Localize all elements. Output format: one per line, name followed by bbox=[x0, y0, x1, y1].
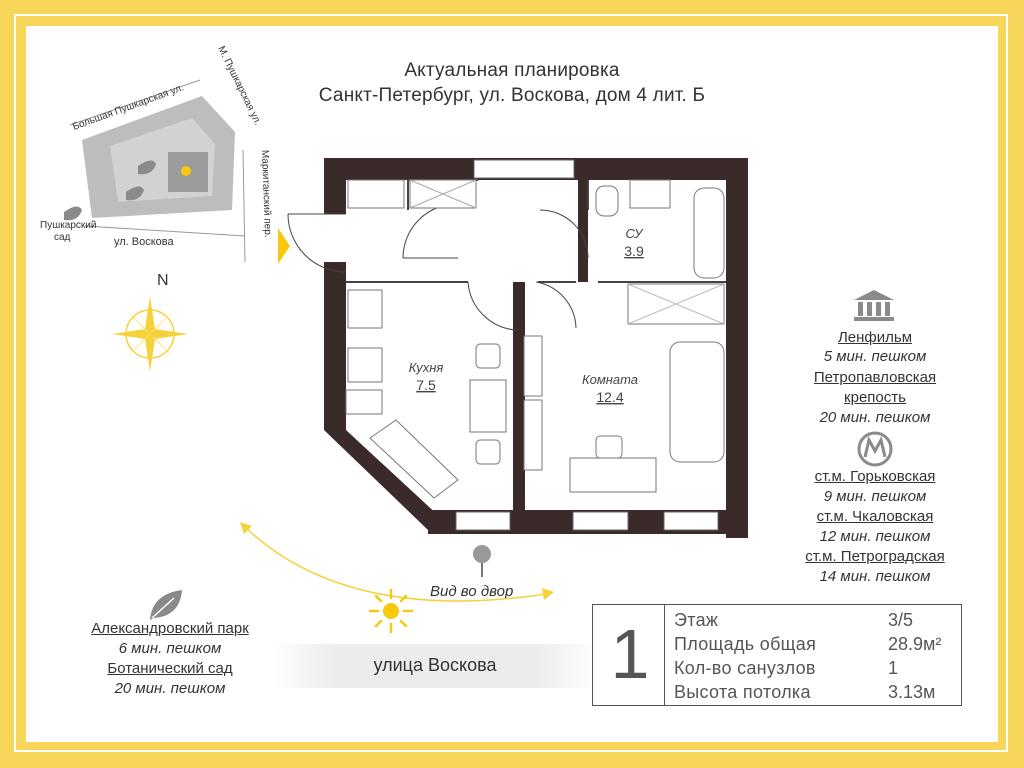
map-street-right2: Маркитанский пер. bbox=[259, 150, 273, 238]
kitchen-name: Кухня bbox=[409, 360, 444, 375]
view-pin-icon bbox=[473, 545, 491, 577]
compass-icon bbox=[112, 296, 188, 372]
info-value-bathrooms: 1 bbox=[888, 658, 899, 678]
metro-name: ст.м. Чкаловская bbox=[816, 508, 934, 525]
sun-path bbox=[240, 522, 554, 602]
sofa-icon bbox=[669, 341, 725, 463]
map-location-dot bbox=[181, 166, 191, 176]
metro-time: 9 мин. пешком bbox=[823, 488, 927, 505]
info-label-floor: Этаж bbox=[674, 610, 719, 630]
info-value-floor: 3/5 bbox=[888, 610, 914, 630]
entrance-opening bbox=[324, 214, 346, 262]
info-label-area: Площадь общая bbox=[674, 634, 817, 654]
info-label-bathrooms: Кол-во санузлов bbox=[674, 658, 816, 678]
bathtub-icon bbox=[693, 187, 725, 279]
metro-time: 12 мин. пешком bbox=[819, 528, 931, 545]
kitchen-counter bbox=[345, 389, 383, 415]
rooms-count: 1 bbox=[610, 615, 650, 693]
sun-icon bbox=[368, 588, 414, 634]
metro-time: 14 мин. пешком bbox=[819, 568, 931, 585]
apartment-info-box bbox=[592, 604, 962, 706]
map-road-bottom bbox=[84, 225, 246, 237]
poi-right-name: Ленфильм bbox=[837, 329, 913, 346]
poi-right-time: 20 мин. пешком bbox=[819, 409, 931, 426]
bath-name: СУ bbox=[626, 226, 645, 241]
metro-icon bbox=[857, 431, 893, 467]
hall-cabinet bbox=[347, 179, 405, 209]
map-park-line2: сад bbox=[54, 232, 71, 243]
desk-icon bbox=[569, 457, 657, 493]
page-subtitle-address: Санкт-Петербург, ул. Воскова, дом 4 лит.… bbox=[318, 85, 706, 106]
info-separator bbox=[664, 604, 665, 706]
info-label-height: Высота потолка bbox=[674, 682, 811, 702]
map-street-bottom: ул. Воскова bbox=[114, 236, 175, 248]
poi-right-name: крепость bbox=[844, 389, 906, 406]
poi-left-name: Ботанический сад bbox=[107, 660, 233, 677]
shelf-icon bbox=[523, 335, 543, 397]
park-leaf-icon bbox=[150, 590, 182, 620]
poi-right-name: Петропавловская bbox=[813, 369, 937, 386]
desk-chair bbox=[595, 435, 623, 459]
map-leaf-icon bbox=[126, 160, 156, 201]
page-title: Актуальная планировка bbox=[404, 60, 620, 81]
park-leaf-icon bbox=[64, 206, 82, 221]
shelf-icon bbox=[523, 399, 543, 471]
location-map: Большая Пушкарская ул. М. Пушкарская ул.… bbox=[40, 44, 290, 264]
map-road-top bbox=[69, 79, 201, 126]
view-label: Вид во двор bbox=[430, 583, 514, 600]
kitchen-corner-counter bbox=[369, 419, 459, 499]
room-area: 12.4 bbox=[596, 389, 623, 405]
kitchen-area: 7.5 bbox=[416, 377, 436, 393]
frame-inner-line bbox=[14, 14, 1008, 752]
map-street-right1: М. Пушкарская ул. bbox=[215, 44, 263, 127]
kitchen-chair bbox=[475, 343, 501, 369]
street-label: улица Воскова bbox=[373, 655, 497, 675]
poi-left-name: Александровский парк bbox=[91, 620, 249, 637]
poi-left-time: 6 мин. пешком bbox=[118, 640, 222, 657]
poi-left-time: 20 мин. пешком bbox=[114, 680, 226, 697]
map-road-right bbox=[242, 149, 246, 263]
kitchen-chair bbox=[475, 439, 501, 465]
stove-icon bbox=[347, 289, 383, 329]
metro-name: ст.м. Петроградская bbox=[805, 548, 945, 565]
north-label: N bbox=[157, 272, 169, 289]
museum-icon bbox=[854, 290, 894, 321]
kitchen-table bbox=[469, 379, 507, 433]
sink-icon bbox=[629, 179, 671, 209]
kitchen-sink-icon bbox=[347, 347, 383, 383]
street-band bbox=[270, 644, 600, 688]
map-park-line1: Пушкарский bbox=[40, 220, 96, 231]
info-value-height: 3.13м bbox=[888, 682, 936, 702]
bath-area: 3.9 bbox=[624, 243, 644, 259]
info-value-area: 28.9м² bbox=[888, 634, 942, 654]
windows bbox=[455, 159, 719, 531]
metro-name: ст.м. Горьковская bbox=[814, 468, 936, 485]
poi-right-time: 5 мин. пешком bbox=[823, 348, 927, 365]
room-name: Комната bbox=[582, 372, 638, 387]
toilet-icon bbox=[595, 185, 619, 217]
floor-plan: СУ 3.9 Кухня 7.5 Комната 12.4 bbox=[287, 158, 748, 538]
entrance-arrow bbox=[278, 228, 290, 264]
